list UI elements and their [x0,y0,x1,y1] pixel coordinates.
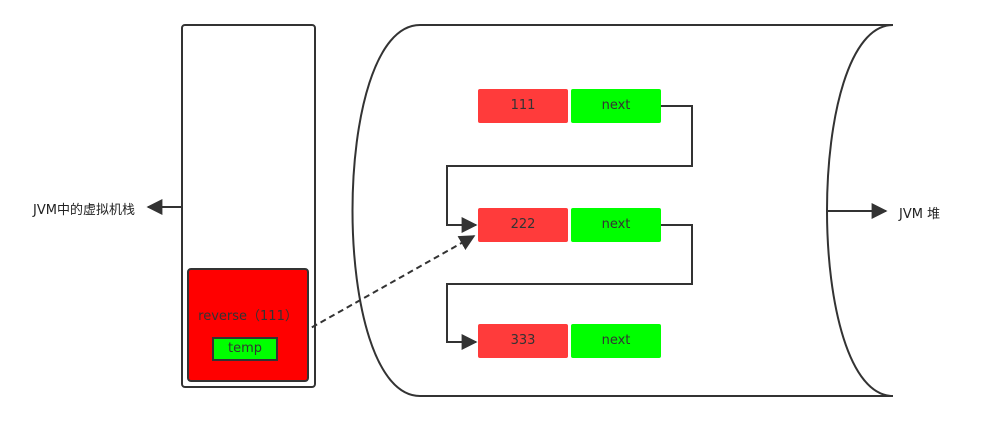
node-next-cell: next [571,324,661,358]
link-arrow-1 [446,105,693,233]
temp-variable: temp [212,337,278,361]
heap-label: JVM 堆 [899,207,941,222]
node-value-cell: 222 [478,208,568,242]
stack-frame-reverse: reverse（111） temp [187,268,309,382]
node-value-cell: 333 [478,324,568,358]
heap-cylinder [351,24,893,397]
node-next-cell: next [571,208,661,242]
link-arrow-2 [446,224,693,350]
stack-label: JVM中的虚拟机栈 [33,203,135,218]
node-next-cell: next [571,89,661,123]
stack-frame-label: reverse（111） [198,309,298,324]
temp-reference-arrow [276,235,476,348]
node-value-cell: 111 [478,89,568,123]
